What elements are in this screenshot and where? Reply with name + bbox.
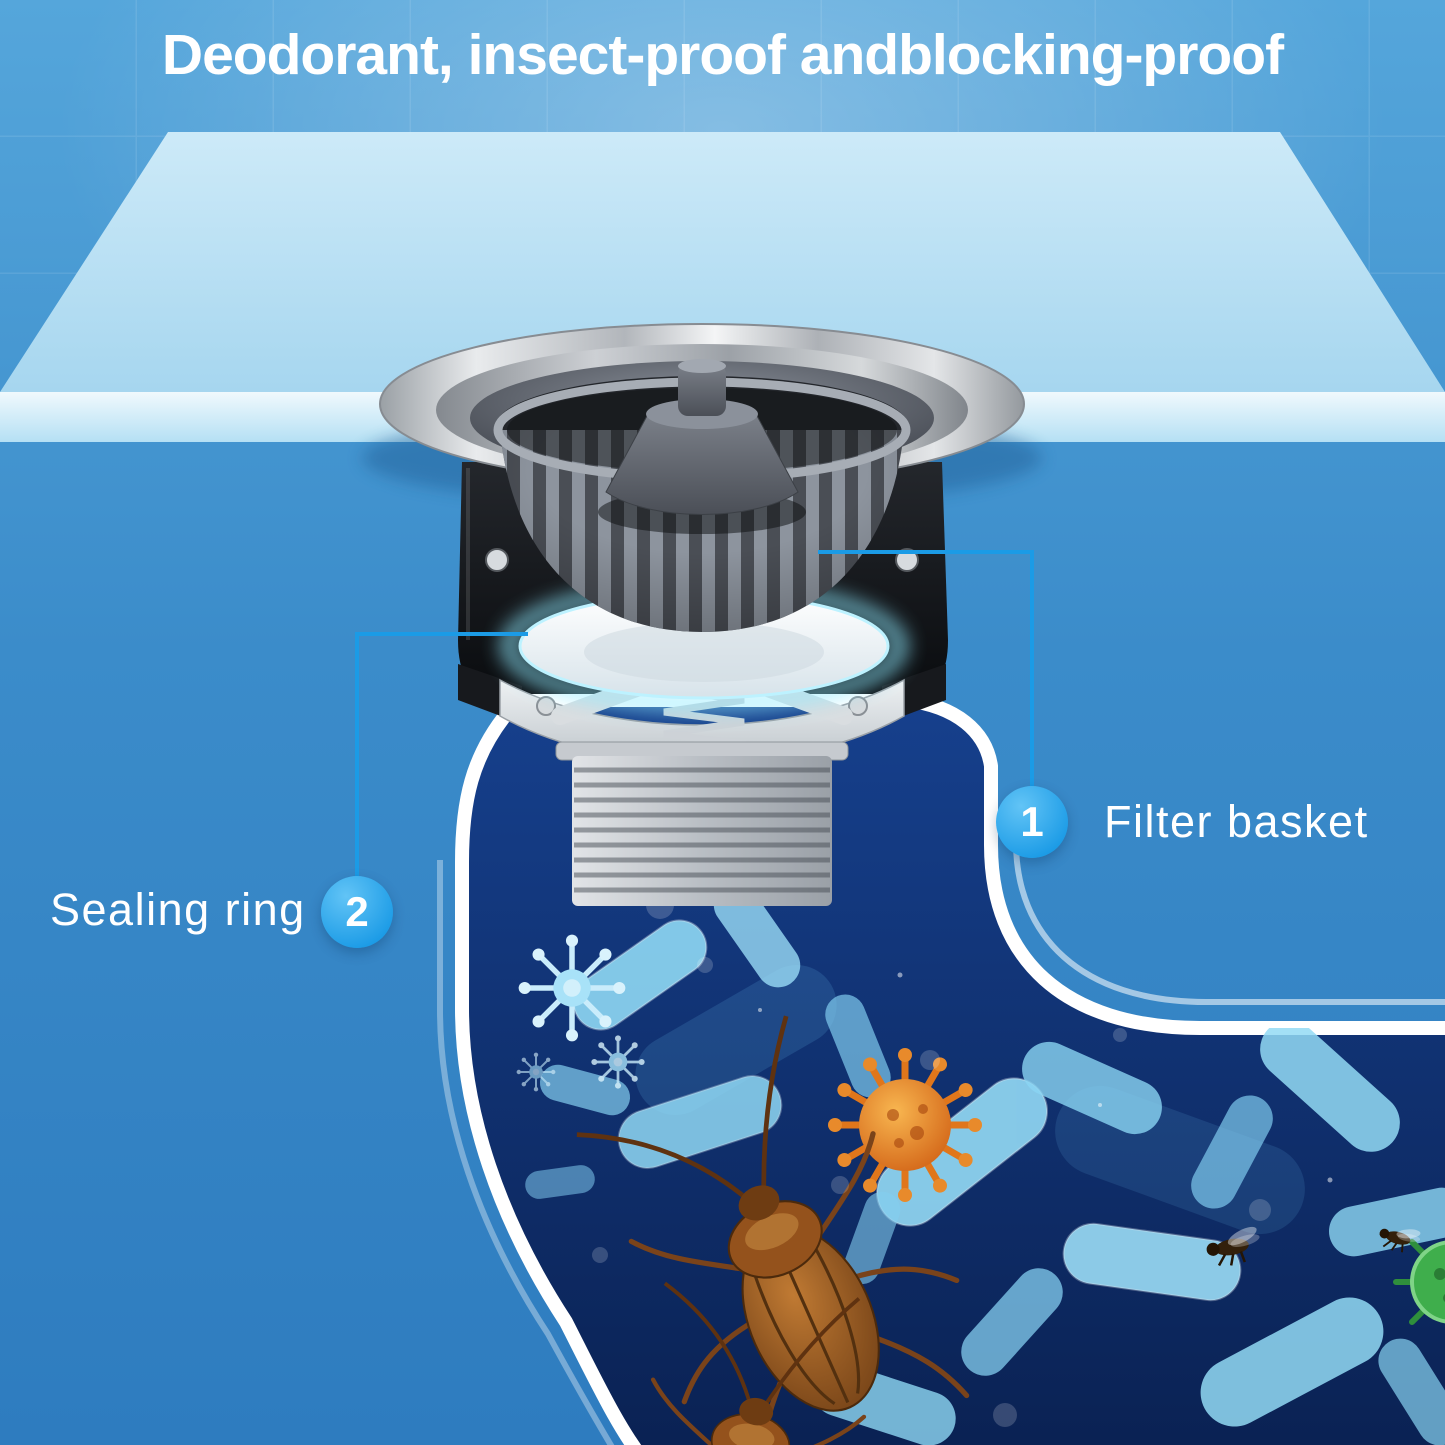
pop-up-cap [598, 359, 806, 534]
callout-1-label: Filter basket [1104, 796, 1369, 847]
orange-virus [828, 1048, 982, 1202]
threads [574, 767, 830, 893]
callout-2-badge: 2 [321, 876, 393, 948]
page-title: Deodorant, insect-proof andblocking-proo… [161, 23, 1284, 87]
housing-screw-left [485, 548, 509, 572]
green-germ [1393, 1223, 1445, 1341]
leader-line-filter-basket [818, 550, 1034, 786]
threaded-tailpiece [555, 741, 849, 906]
callout-1-number: 1 [1020, 798, 1044, 845]
callout-2-label: Sealing ring [50, 884, 306, 935]
filter-basket [493, 359, 911, 632]
callout-2-number: 2 [345, 888, 369, 935]
housing-screw-right [895, 548, 919, 572]
blue-virus [519, 935, 626, 1042]
pipe-wall-echo-left [437, 860, 615, 1445]
callout-1-badge: 1 [996, 786, 1068, 858]
pipe-wall-echo-right [1013, 841, 1445, 1005]
leader-line-sealing-ring [355, 632, 528, 876]
bacteria-group [517, 882, 1445, 1445]
